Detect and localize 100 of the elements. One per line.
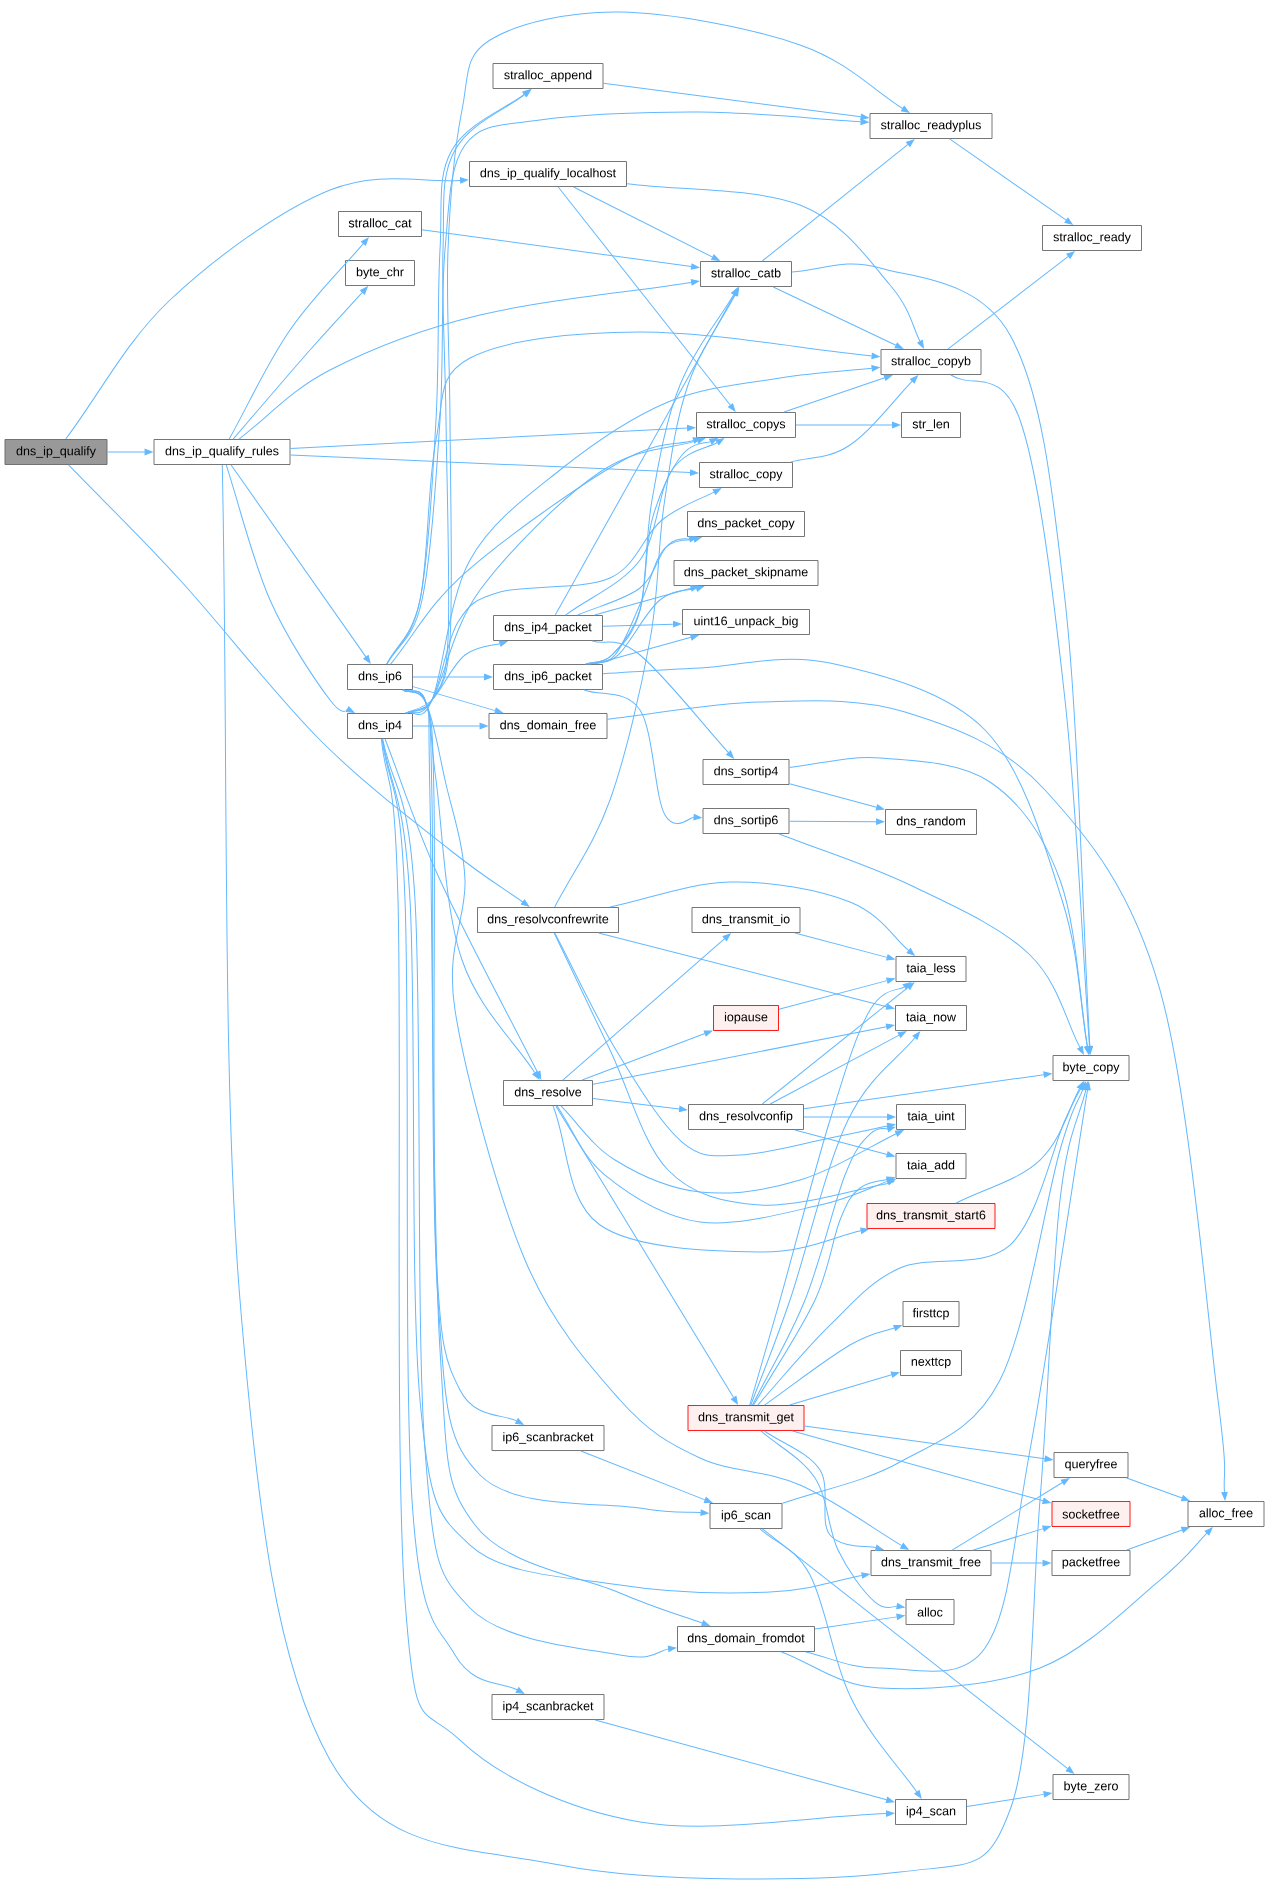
arrow [381, 738, 870, 1594]
function-box: ip6_scanbracket [491, 1425, 605, 1451]
arrow [421, 229, 700, 270]
arrow [552, 1105, 869, 1253]
arrow [760, 1430, 905, 1610]
arrow [386, 331, 880, 665]
arrow [790, 375, 918, 463]
function-box: ip6_scan [709, 1503, 783, 1529]
function-box: stralloc_readyplus [869, 113, 993, 139]
arrow [792, 1430, 1051, 1504]
function-box: dns_resolvconfrewrite [477, 907, 619, 933]
arrow [750, 1031, 921, 1406]
function-box: dns_resolvconfip [688, 1104, 804, 1130]
arrow [412, 722, 488, 730]
function-box: byte_copy [1052, 1055, 1130, 1081]
function-box: stralloc_cat [338, 211, 422, 237]
arrow [588, 585, 704, 665]
arrow [386, 111, 869, 665]
arrow [554, 932, 896, 1157]
arrow [626, 183, 924, 349]
arrow [778, 977, 895, 1010]
arrow [805, 1081, 1091, 1672]
arrow [557, 186, 736, 412]
arrow [753, 1176, 895, 1406]
arrow [788, 757, 1091, 1055]
function-box: dns_ip4 [347, 713, 413, 739]
arrow [402, 689, 909, 1550]
arrow [602, 621, 682, 628]
function-box: dns_packet_skipname [673, 560, 819, 586]
function-box: dns_ip_qualify_rules [153, 439, 291, 465]
arrow [583, 689, 702, 824]
arrow [763, 1430, 884, 1551]
function-box: ip4_scan [895, 1799, 967, 1825]
arrow [803, 1071, 1052, 1110]
arrow [757, 1081, 1085, 1406]
arrow [560, 1105, 904, 1194]
arrow [950, 374, 1093, 1055]
arrow [791, 263, 1093, 1055]
arrow [289, 424, 696, 449]
arrow [990, 1559, 1051, 1567]
arrow [602, 82, 869, 121]
arrow [788, 783, 885, 811]
function-box: nexttcp [900, 1350, 962, 1376]
function-box: packetfree [1051, 1550, 1131, 1576]
arrow [594, 585, 699, 616]
function-box: byte_zero [1052, 1774, 1130, 1800]
arrow [562, 933, 731, 1081]
arrow [949, 138, 1073, 225]
arrow [565, 438, 724, 616]
arrow [573, 186, 720, 261]
arrow [759, 1528, 922, 1799]
arrow [581, 1030, 713, 1081]
arrow [749, 982, 912, 1406]
arrow [763, 1324, 902, 1406]
function-box: stralloc_copyb [880, 349, 982, 375]
arrow [803, 1113, 896, 1121]
function-box: dns_ip6 [347, 664, 413, 690]
arrow [598, 932, 895, 1010]
function-box: iopause [713, 1005, 779, 1031]
function-box: queryfree [1053, 1452, 1129, 1478]
function-box: dns_ip_qualify_localhost [469, 161, 627, 187]
arrow [382, 738, 677, 1658]
arrow [947, 251, 1075, 350]
arrow [752, 1125, 896, 1406]
arrow [778, 833, 1084, 1055]
arrow [780, 1527, 1213, 1690]
function-box: dns_ip4_packet [493, 615, 603, 641]
arrow [814, 1613, 905, 1630]
function-box: uint16_unpack_big [682, 609, 810, 635]
function-box: firsttcp [902, 1301, 960, 1327]
arrow [553, 932, 896, 1206]
arrow [586, 536, 702, 665]
arrow [761, 1528, 1074, 1774]
function-box: taia_add [895, 1153, 967, 1179]
arrow [761, 982, 915, 1105]
arrow [783, 374, 893, 413]
arrow [230, 464, 371, 664]
arrow [1126, 1477, 1190, 1502]
arrow [789, 1371, 900, 1406]
function-box: dns_sortip6 [702, 808, 790, 834]
arrow [238, 279, 700, 440]
arrow [606, 700, 1228, 1501]
arrow [580, 1450, 713, 1504]
function-box: dns_domain_free [488, 713, 608, 739]
function-box: stralloc_append [492, 63, 604, 89]
function-box: dns_transmit_free [870, 1550, 992, 1576]
arrow [228, 237, 369, 440]
function-box: dns_ip6_packet [493, 664, 603, 690]
function-box: dns_packet_copy [687, 511, 805, 537]
arrow [592, 1097, 688, 1113]
arrow [1126, 1526, 1190, 1551]
arrow [794, 1129, 895, 1158]
arrow [221, 464, 1090, 1880]
function-box: taia_uint [896, 1104, 966, 1130]
function-box: dns_transmit_io [691, 907, 801, 933]
arrow [761, 139, 915, 262]
arrow [788, 818, 885, 825]
function-box: stralloc_catb [700, 261, 792, 287]
arrow [781, 1081, 1087, 1504]
arrow [289, 454, 699, 476]
